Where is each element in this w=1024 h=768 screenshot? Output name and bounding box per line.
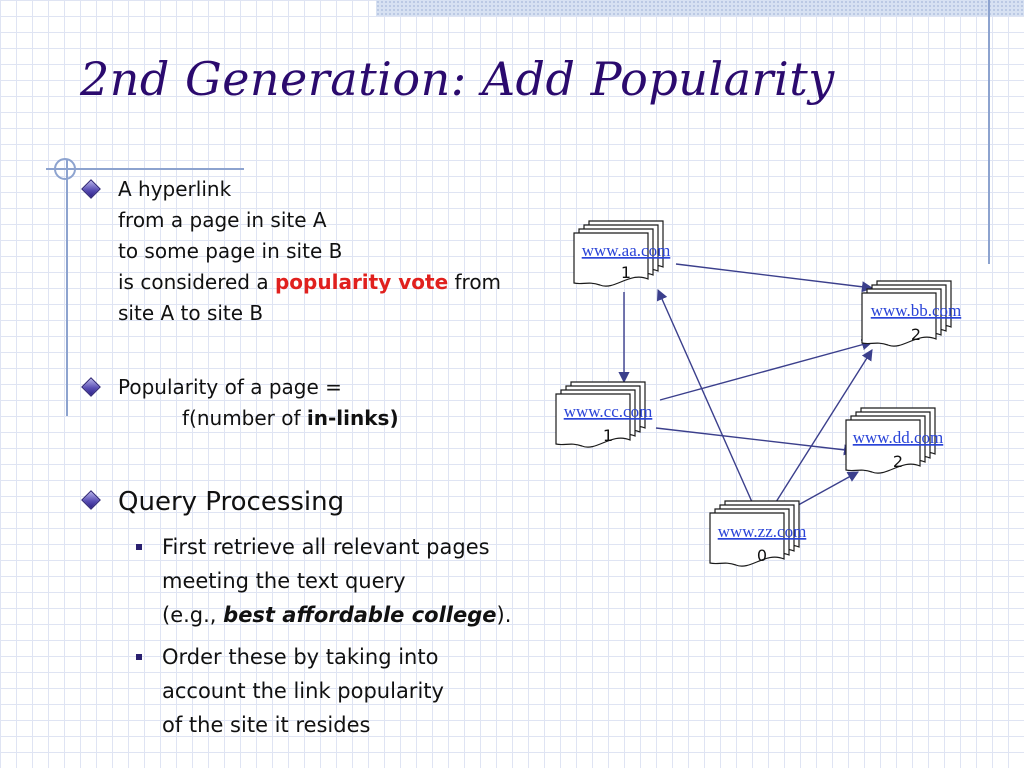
site-url-link[interactable]: www.aa.com bbox=[582, 241, 671, 260]
bullet-line: meeting the text query bbox=[162, 569, 406, 593]
right-decorative-rule bbox=[988, 0, 990, 264]
in-link-count: 1 bbox=[621, 263, 631, 282]
text-segment: f(number of bbox=[182, 406, 307, 430]
site-url-link[interactable]: www.cc.com bbox=[564, 402, 653, 421]
site-url-link[interactable]: www.dd.com bbox=[853, 428, 944, 447]
bullet-popularity: Popularity of a page = f(number of in-li… bbox=[118, 372, 399, 434]
bullet-line: f(number of in-links) bbox=[118, 403, 399, 434]
bullet-line: of the site it resides bbox=[162, 713, 371, 737]
bullet-line: (e.g., best affordable college). bbox=[162, 598, 511, 632]
text-segment: is considered a bbox=[118, 270, 275, 294]
bullet-hyperlink: A hyperlink from a page in site A to som… bbox=[118, 174, 501, 329]
bullet-line: First retrieve all relevant pages bbox=[162, 535, 490, 559]
bullet-line: A hyperlink bbox=[118, 177, 232, 201]
page-stack-sheet bbox=[709, 512, 785, 567]
site-url-link[interactable]: www.zz.com bbox=[718, 522, 807, 541]
sub-bullet-order: Order these by taking into account the l… bbox=[162, 640, 444, 742]
square-bullet-icon bbox=[136, 544, 142, 550]
bullet-line: account the link popularity bbox=[162, 679, 444, 703]
page-stack-sheet bbox=[573, 232, 649, 287]
bullet-line: site A to site B bbox=[118, 301, 264, 325]
page-stack-sheet bbox=[861, 292, 937, 347]
page-stack-sheet bbox=[845, 419, 921, 474]
text-segment: (e.g., bbox=[162, 603, 224, 627]
in-link-count: 2 bbox=[893, 452, 903, 471]
square-bullet-icon bbox=[136, 654, 142, 660]
site-node-aa: www.aa.com 1 bbox=[573, 220, 671, 287]
hyperlink-edge-cc-to-dd bbox=[655, 427, 856, 456]
bullet-query-processing: Query Processing bbox=[118, 487, 345, 517]
popularity-vote-highlight: popularity vote bbox=[274, 270, 449, 294]
bullet-line: to some page in site B bbox=[118, 239, 343, 263]
site-node-bb: www.bb.com 2 bbox=[861, 280, 962, 347]
page-stack-sheet bbox=[555, 393, 631, 448]
in-links-bold: in-links) bbox=[306, 406, 399, 430]
hyperlink-edge-cc-to-bb bbox=[659, 339, 874, 401]
in-link-count: 2 bbox=[911, 325, 921, 344]
hyperlink-edge-zz-to-bb bbox=[775, 349, 873, 503]
site-url-link[interactable]: www.bb.com bbox=[871, 301, 962, 320]
text-segment: from bbox=[448, 270, 502, 294]
hyperlink-edge-zz-to-aa bbox=[656, 288, 753, 503]
bullet-line: from a page in site A bbox=[118, 208, 327, 232]
in-link-count: 1 bbox=[603, 426, 613, 445]
text-segment: ). bbox=[496, 603, 512, 627]
site-node-dd: www.dd.com 2 bbox=[845, 407, 944, 474]
hyperlink-edge-aa-to-bb bbox=[675, 263, 874, 293]
top-decorative-band bbox=[376, 0, 1024, 16]
bullet-line: is considered a popularity vote from bbox=[118, 267, 501, 298]
bullet-line: Order these by taking into bbox=[162, 645, 439, 669]
sub-bullet-retrieve: First retrieve all relevant pages meetin… bbox=[162, 530, 511, 632]
slide-title: 2nd Generation: Add Popularity bbox=[80, 52, 835, 106]
in-link-count: 0 bbox=[757, 546, 767, 565]
bullet-line: Popularity of a page = bbox=[118, 375, 342, 399]
horizontal-decorative-rule bbox=[46, 168, 244, 170]
site-node-cc: www.cc.com 1 bbox=[555, 381, 653, 448]
site-node-zz: www.zz.com 0 bbox=[709, 500, 807, 567]
decorative-ring bbox=[54, 158, 76, 180]
example-query-bold: best affordable college bbox=[223, 603, 497, 627]
left-decorative-rule bbox=[66, 160, 68, 416]
